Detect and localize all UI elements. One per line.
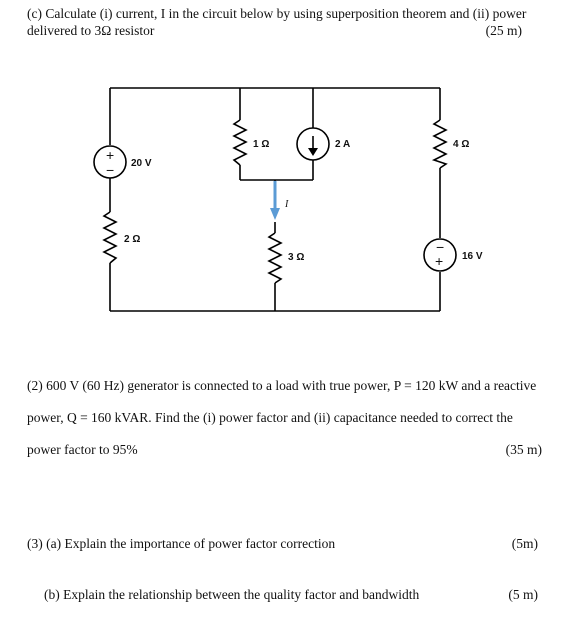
v2-minus-sign: − xyxy=(436,239,444,255)
r4-label: 4 Ω xyxy=(453,139,469,150)
q1-marks: (25 m) xyxy=(485,23,522,38)
voltage-source-16v xyxy=(423,238,457,272)
voltage-source-20v xyxy=(93,145,127,179)
current-source-arrow-head xyxy=(308,148,318,156)
current-source-2a xyxy=(296,127,330,161)
r1-label: 2 Ω xyxy=(124,234,140,245)
v2-label: 16 V xyxy=(462,251,483,262)
q1-line1: (c) Calculate (i) current, I in the circ… xyxy=(27,6,527,21)
q3a-marks: (5m) xyxy=(511,536,538,551)
resistor-3ohm xyxy=(267,232,283,284)
v2-plus-sign: + xyxy=(435,253,443,269)
current-arrow-head xyxy=(270,208,280,220)
q3a-text: (3) (a) Explain the importance of power … xyxy=(27,536,336,551)
q2-marks: (35 m) xyxy=(505,442,542,457)
q2-line2: power, Q = 160 kVAR. Find the (i) power … xyxy=(27,410,513,425)
q1-line2: delivered to 3Ω resistor xyxy=(27,23,155,38)
q3b-marks: (5 m) xyxy=(508,587,538,602)
i-source-label: 2 A xyxy=(335,139,350,150)
q2-line3: power factor to 95% xyxy=(27,442,138,457)
q2-line1: (2) 600 V (60 Hz) generator is connected… xyxy=(27,378,537,393)
r3-label: 3 Ω xyxy=(288,252,304,263)
resistor-4ohm xyxy=(431,119,448,169)
v1-plus-sign: + xyxy=(106,147,114,163)
v1-minus-sign: − xyxy=(106,162,114,178)
resistor-2ohm xyxy=(102,211,118,264)
resistor-1ohm xyxy=(232,119,248,166)
r2-label: 1 Ω xyxy=(253,139,269,150)
v1-label: 20 V xyxy=(131,158,152,169)
current-label: I xyxy=(284,199,289,210)
q3b-text: (b) Explain the relationship between the… xyxy=(44,587,420,602)
